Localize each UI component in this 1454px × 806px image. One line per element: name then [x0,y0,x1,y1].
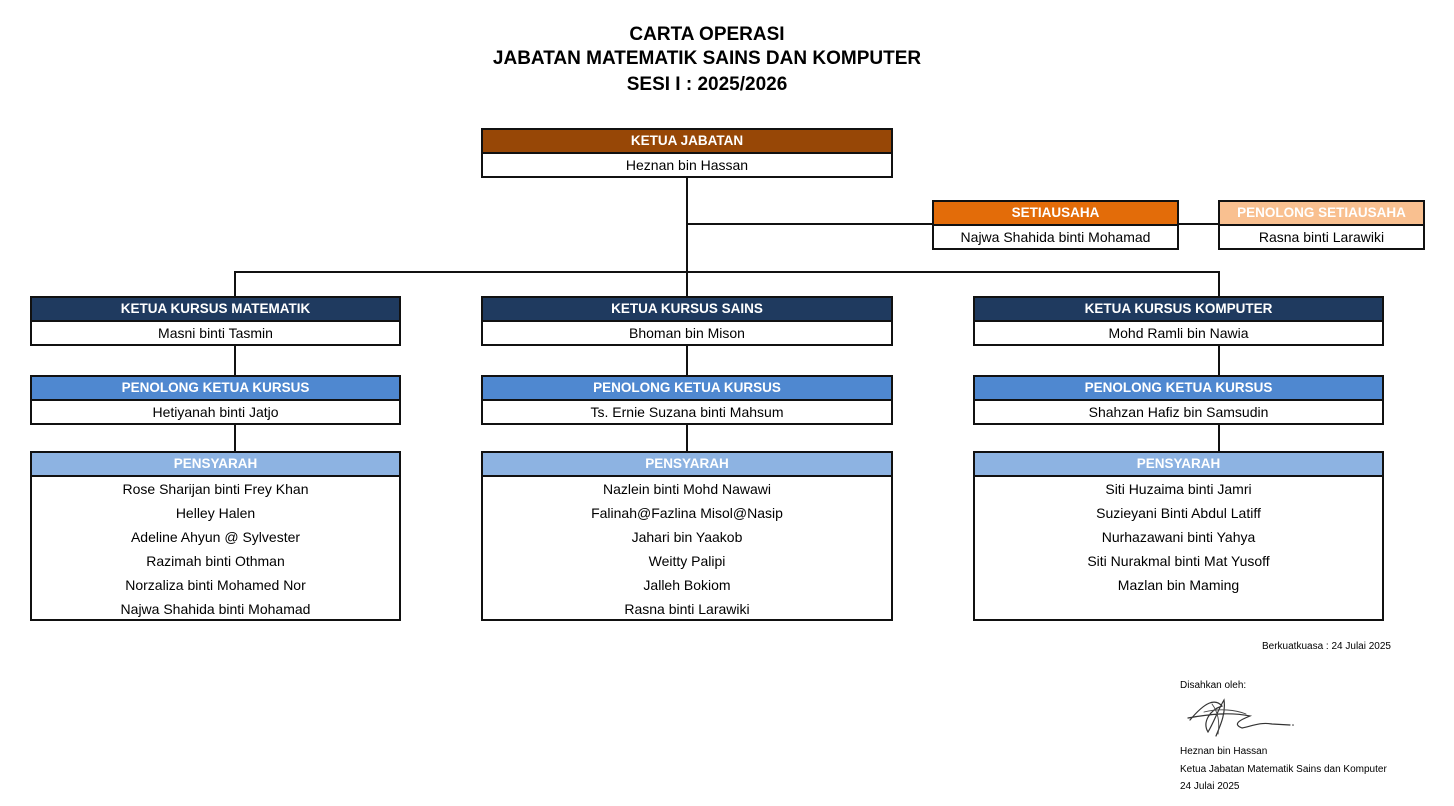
connector-mat-1 [234,344,236,377]
ketua-kursus-title: KETUA KURSUS SAINS [483,298,891,322]
setiausaha-box: SETIAUSAHA Najwa Shahida binti Mohamad [932,200,1179,250]
pensyarah-name: Siti Huzaima binti Jamri [1105,481,1252,497]
connector-to-matematik [234,271,236,298]
pensyarah-name: Adeline Ahyun @ Sylvester [130,529,301,545]
pensyarah-name: Jahari bin Yaakob [631,529,743,545]
penolong-ketua-kursus-name: Hetiyanah binti Jatjo [152,404,279,420]
ketua-kursus-sains-box: KETUA KURSUS SAINS Bhoman bin Mison [481,296,893,346]
setiausaha-title: SETIAUSAHA [934,202,1177,226]
pensyarah-sains-box: PENSYARAH Nazlein binti Mohd Nawawi Fali… [481,451,893,621]
chart-title: CARTA OPERASI [629,24,785,45]
session-title: SESI I : 2025/2026 [626,74,788,95]
penolong-ketua-kursus-name: Shahzan Hafiz bin Samsudin [1088,404,1269,420]
pensyarah-name: Falinah@Fazlina Misol@Nasip [591,505,783,521]
connector-komp-2 [1218,423,1220,453]
pensyarah-name: Siti Nurakmal binti Mat Yusoff [1087,553,1270,569]
pensyarah-name: Nazlein binti Mohd Nawawi [602,481,772,497]
penolong-ketua-kursus-title: PENOLONG KETUA KURSUS [975,377,1382,401]
pensyarah-name: Jalleh Bokiom [643,577,731,593]
pensyarah-title: PENSYARAH [483,453,891,477]
penolong-ketua-kursus-title: PENOLONG KETUA KURSUS [483,377,891,401]
penolong-setiausaha-box: PENOLONG SETIAUSAHA Rasna binti Larawiki [1218,200,1425,250]
connector-mat-2 [234,423,236,453]
penolong-setiausaha-name: Rasna binti Larawiki [1258,229,1385,245]
pensyarah-name: Razimah binti Othman [146,553,285,569]
ketua-kursus-matematik-box: KETUA KURSUS MATEMATIK Masni binti Tasmi… [30,296,401,346]
penolong-setiausaha-title: PENOLONG SETIAUSAHA [1220,202,1423,226]
berkuatkuasa-text: Berkuatkuasa : 24 Julai 2025 [1262,641,1391,652]
signatory-date: 24 Julai 2025 [1180,781,1240,792]
penolong-ketua-kursus-komputer-box: PENOLONG KETUA KURSUS Shahzan Hafiz bin … [973,375,1384,425]
connector-head-down [686,176,688,274]
setiausaha-name: Najwa Shahida binti Mohamad [960,229,1151,245]
connector-to-komputer [1218,271,1220,298]
ketua-kursus-name: Bhoman bin Mison [629,325,745,341]
pensyarah-name: Norzaliza binti Mohamed Nor [125,577,306,593]
pensyarah-name: Mazlan bin Maming [1117,577,1240,593]
connector-komp-1 [1218,344,1220,377]
pensyarah-matematik-box: PENSYARAH Rose Sharijan binti Frey Khan … [30,451,401,621]
penolong-ketua-kursus-title: PENOLONG KETUA KURSUS [32,377,399,401]
ketua-kursus-title: KETUA KURSUS MATEMATIK [32,298,399,322]
pensyarah-komputer-box: PENSYARAH Siti Huzaima binti Jamri Suzie… [973,451,1384,621]
ketua-jabatan-name: Heznan bin Hassan [625,157,749,173]
connector-to-setiausaha [686,223,934,225]
pensyarah-name: Nurhazawani binti Yahya [1101,529,1256,545]
signatory-title: Ketua Jabatan Matematik Sains dan Komput… [1180,764,1387,775]
pensyarah-name: Rose Sharijan binti Frey Khan [122,481,309,497]
ketua-kursus-name: Masni binti Tasmin [158,325,273,341]
ketua-kursus-komputer-box: KETUA KURSUS KOMPUTER Mohd Ramli bin Naw… [973,296,1384,346]
pensyarah-title: PENSYARAH [975,453,1382,477]
pensyarah-name: Weitty Palipi [648,553,726,569]
penolong-ketua-kursus-sains-box: PENOLONG KETUA KURSUS Ts. Ernie Suzana b… [481,375,893,425]
ketua-jabatan-title: KETUA JABATAN [483,130,891,154]
connector-sains-2 [686,423,688,453]
penolong-ketua-kursus-name: Ts. Ernie Suzana binti Mahsum [590,404,784,420]
disahkan-label: Disahkan oleh: [1180,680,1247,691]
connector-to-sains [686,271,688,298]
penolong-ketua-kursus-matematik-box: PENOLONG KETUA KURSUS Hetiyanah binti Ja… [30,375,401,425]
pensyarah-name: Rasna binti Larawiki [624,601,750,617]
connector-setiausaha-penolong [1177,223,1220,225]
ketua-kursus-title: KETUA KURSUS KOMPUTER [975,298,1382,322]
department-title: JABATAN MATEMATIK SAINS DAN KOMPUTER [492,48,922,69]
signatory-name: Heznan bin Hassan [1180,746,1268,757]
ketua-jabatan-box: KETUA JABATAN Heznan bin Hassan [481,128,893,178]
pensyarah-title: PENSYARAH [32,453,399,477]
signature-image [1187,698,1294,737]
pensyarah-name: Najwa Shahida binti Mohamad [120,601,311,617]
pensyarah-name: Helley Halen [175,505,256,521]
connector-sains-1 [686,344,688,377]
connector-horizontal-branch [234,271,1220,273]
pensyarah-name: Suzieyani Binti Abdul Latiff [1096,505,1261,521]
ketua-kursus-name: Mohd Ramli bin Nawia [1108,325,1249,341]
